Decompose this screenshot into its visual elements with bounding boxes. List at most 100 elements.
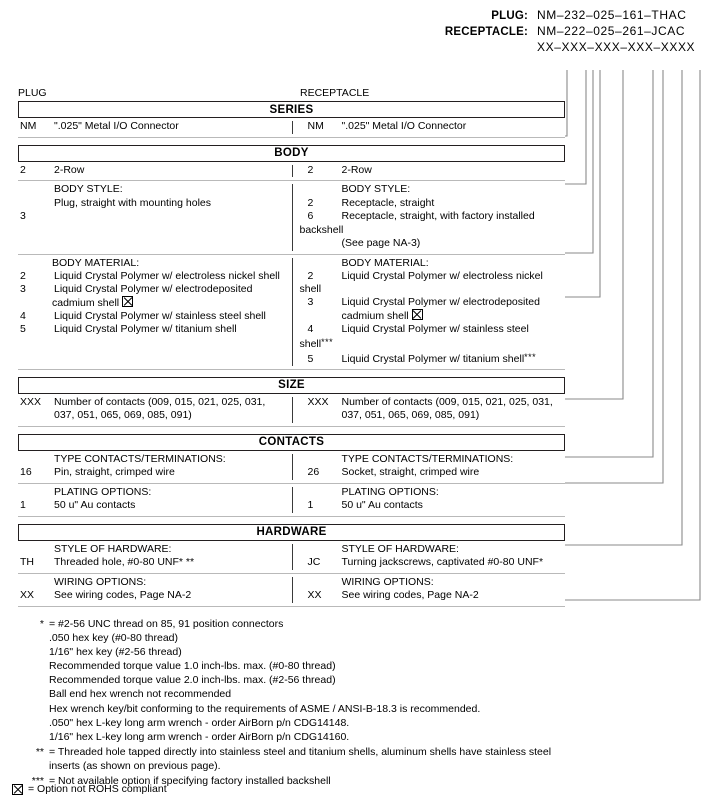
- option-code: 5: [20, 322, 26, 335]
- option-item: 3 Liquid Crystal Polymer w/ electrodeposi…: [18, 283, 292, 296]
- section-header-size: SIZE: [18, 376, 565, 394]
- footnote-triple-asterisk: *** = Not available option if specifying…: [18, 774, 678, 788]
- footnote-marker: **: [35, 745, 44, 758]
- option-heading: TYPE CONTACTS/TERMINATIONS:: [341, 452, 514, 465]
- option-code: 3: [20, 210, 26, 222]
- footnote-marker: ***: [31, 775, 44, 788]
- part-number-header: PLUG: NM–232–025–161–THAC RECEPTACLE: NM…: [0, 8, 712, 55]
- cell-receptacle: JC STYLE OF HARDWARE: Turning jackscrews…: [291, 541, 566, 573]
- option-line: Turning jackscrews, captivated #0-80 UNF…: [341, 556, 544, 568]
- option-line: Pin, straight, crimped wire: [54, 466, 175, 478]
- footnote-text: = Not available option if specifying fac…: [49, 775, 331, 788]
- option-heading: BODY MATERIAL:: [341, 256, 429, 269]
- footnote-sub-line: Recommended torque value 1.0 inch-lbs. m…: [49, 660, 336, 673]
- section-header-series: SERIES: [18, 101, 565, 118]
- option-description: BODY STYLE: Plug, straight with mounting…: [54, 183, 292, 251]
- option-description: STYLE OF HARDWARE: Threaded hole, #0-80 …: [54, 543, 292, 570]
- option-line: See wiring codes, Page NA-2: [341, 589, 479, 601]
- option-description: ".025" Metal I/O Connector: [54, 120, 179, 132]
- option-description: ".025" Metal I/O Connector: [341, 120, 467, 132]
- not-rohs-compliant-icon: [12, 783, 23, 795]
- footnote-marker: ***: [321, 336, 334, 347]
- option-description: WIRING OPTIONS: See wiring codes, Page N…: [54, 576, 292, 603]
- option-code: NM: [307, 120, 324, 132]
- footnote-double-asterisk: ** = Threaded hole tapped directly into …: [18, 745, 678, 759]
- option-line: 037, 051, 065, 069, 085, 091): [54, 409, 192, 421]
- option-code: 5: [307, 352, 314, 365]
- option-line: Liquid Crystal Polymer w/ titanium shell: [54, 322, 237, 335]
- option-line: 50 u" Au contacts: [54, 499, 136, 511]
- footnote-sub-line: Ball end hex wrench not recommended: [49, 688, 232, 701]
- footnote-sub-line: Hex wrench key/bit conforming to the req…: [49, 702, 481, 715]
- option-heading: WIRING OPTIONS:: [341, 575, 434, 588]
- cell-plug: TH STYLE OF HARDWARE: Threaded hole, #0-…: [18, 541, 292, 573]
- section-header-hardware: HARDWARE: [18, 523, 565, 541]
- option-code: XX: [20, 589, 35, 601]
- spacer: [18, 425, 565, 434]
- option-description: Number of contacts (009, 015, 021, 025, …: [54, 396, 292, 423]
- option-description: TYPE CONTACTS/TERMINATIONS: Pin, straigh…: [54, 453, 292, 480]
- cell-plug: 1 PLATING OPTIONS: 50 u" Au contacts: [18, 484, 292, 516]
- cell-plug: 3 BODY STYLE: Plug, straight with mounti…: [18, 181, 292, 254]
- receptacle-part-value: NM–222–025–261–JCAC: [537, 24, 686, 38]
- footnote-sub-line: 1/16" hex L-key long arm wrench - order …: [49, 730, 350, 743]
- option-description: TYPE CONTACTS/TERMINATIONS: Socket, stra…: [342, 453, 566, 480]
- option-code: 4: [20, 309, 26, 322]
- option-line: cadmium shell: [300, 308, 566, 323]
- option-code: XXX: [20, 395, 42, 408]
- table-row: TH STYLE OF HARDWARE: Threaded hole, #0-…: [18, 541, 565, 573]
- plug-part-label: PLUG:: [491, 10, 528, 22]
- option-code: XX: [307, 589, 322, 601]
- option-line: Receptacle, straight: [341, 196, 435, 209]
- cell-receptacle: XXX Number of contacts (009, 015, 021, 0…: [291, 394, 566, 426]
- cell-receptacle: 1 PLATING OPTIONS: 50 u" Au contacts: [291, 484, 566, 516]
- option-description: 2-Row: [54, 163, 85, 176]
- option-line: Liquid Crystal Polymer w/ stainless stee…: [299, 322, 529, 350]
- cell-plug: XXX Number of contacts (009, 015, 021, 0…: [18, 394, 292, 426]
- table-row: XX WIRING OPTIONS: See wiring codes, Pag…: [18, 572, 566, 606]
- table-row: 3 BODY STYLE: Plug, straight with mounti…: [18, 180, 565, 254]
- column-caption-plug: PLUG: [18, 87, 47, 99]
- option-line-text: cadmium shell: [52, 296, 120, 309]
- option-description: WIRING OPTIONS: See wiring codes, Page N…: [342, 576, 566, 603]
- option-line: Socket, straight, crimped wire: [341, 466, 480, 478]
- rohs-legend: = Option not ROHS compliant: [12, 783, 167, 795]
- spacer: [18, 136, 565, 145]
- cell-plug: 16 TYPE CONTACTS/TERMINATIONS: Pin, stra…: [18, 451, 292, 483]
- footnotes: * = #2-56 UNC thread on 85, 91 position …: [18, 617, 678, 788]
- plug-part-value: NM–232–025–161–THAC: [537, 8, 687, 22]
- option-heading: STYLE OF HARDWARE:: [54, 542, 172, 555]
- option-heading: PLATING OPTIONS:: [54, 485, 152, 498]
- option-line: Liquid Crystal Polymer w/ electrodeposit…: [54, 282, 253, 295]
- option-code: 6: [307, 210, 314, 222]
- option-code: 16: [20, 466, 32, 478]
- footnote-sub-line: .050" hex L-key long arm wrench - order …: [49, 716, 350, 729]
- option-code: 3: [307, 295, 314, 308]
- option-code: 3: [20, 282, 26, 295]
- table-bottom-rule: [18, 605, 565, 607]
- option-code: 2: [307, 269, 314, 282]
- option-item: 5 Liquid Crystal Polymer w/ titanium shel…: [18, 323, 292, 336]
- cell-plug: 2 2-Row: [18, 162, 292, 181]
- option-description: PLATING OPTIONS: 50 u" Au contacts: [342, 486, 566, 513]
- option-heading: PLATING OPTIONS:: [341, 485, 439, 498]
- option-line: See wiring codes, Page NA-2: [54, 589, 192, 601]
- option-code: JC: [307, 556, 321, 568]
- not-rohs-compliant-icon: [411, 308, 423, 320]
- option-line: Receptacle, straight, with factory insta…: [299, 210, 535, 236]
- footnote-text: = Threaded hole tapped directly into sta…: [49, 745, 552, 758]
- option-description: STYLE OF HARDWARE: Turning jackscrews, c…: [342, 543, 566, 570]
- option-heading: BODY MATERIAL:: [52, 256, 140, 269]
- option-line: 037, 051, 065, 069, 085, 091): [341, 409, 480, 421]
- option-description: 2-Row: [341, 163, 372, 176]
- option-line: Liquid Crystal Polymer w/ electroless ni…: [54, 269, 280, 282]
